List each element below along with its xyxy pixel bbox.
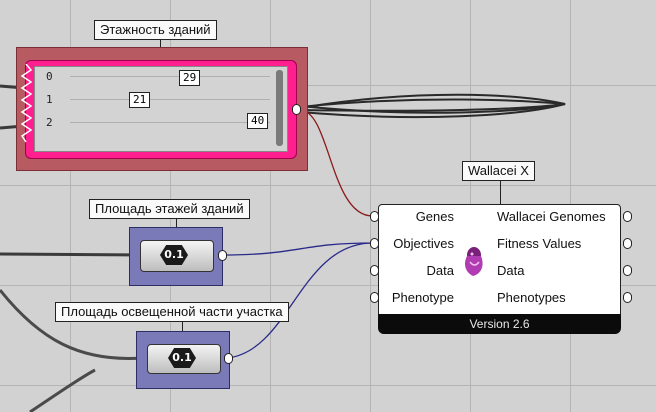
output-wallacei-genomes[interactable]: Wallacei Genomes: [497, 209, 606, 224]
output-phenotypes[interactable]: Phenotypes: [497, 290, 566, 305]
slider-2-label-connector: [182, 321, 183, 331]
input-data[interactable]: Data: [426, 263, 454, 278]
slider-1-label-connector: [176, 218, 177, 227]
gene-track-1: [70, 99, 270, 100]
gene-pool-panel[interactable]: [34, 66, 288, 152]
number-slider-icon: 0.1: [168, 348, 196, 368]
slider-2-output-port[interactable]: [224, 353, 233, 364]
genes-input-port[interactable]: [370, 211, 379, 222]
data-output-port[interactable]: [623, 265, 632, 276]
slider-1-output-port[interactable]: [218, 250, 227, 261]
gene-track-2: [70, 122, 270, 123]
gene-index-1: 1: [46, 93, 53, 106]
wallacei-title-connector: [500, 180, 501, 204]
phenotypes-output-port[interactable]: [623, 292, 632, 303]
gene-value-0[interactable]: 29: [179, 70, 201, 86]
gene-index-0: 0: [46, 70, 53, 83]
gene-value-2[interactable]: 40: [247, 113, 269, 129]
objectives-input-port[interactable]: [370, 238, 379, 249]
gene-value-1[interactable]: 21: [129, 92, 151, 108]
wallacei-icon: [465, 247, 483, 276]
wallacei-component[interactable]: [378, 204, 621, 316]
wallacei-title: Wallacei X: [462, 161, 535, 181]
gene-pool-scrollbar[interactable]: [276, 70, 283, 146]
output-fitness-values[interactable]: Fitness Values: [497, 236, 582, 251]
genomes-output-port[interactable]: [623, 211, 632, 222]
wallacei-version: Version 2.6: [378, 314, 621, 334]
output-data[interactable]: Data: [497, 263, 525, 278]
input-objectives[interactable]: Objectives: [393, 236, 454, 251]
input-zigzag-icon: [20, 64, 32, 143]
gene-track-0: [70, 76, 270, 77]
gene-pool-label: Этажность зданий: [94, 20, 217, 40]
gene-pool-output-port[interactable]: [292, 104, 301, 115]
gene-pool-label-connector: [160, 40, 161, 48]
data-input-port[interactable]: [370, 265, 379, 276]
input-phenotype[interactable]: Phenotype: [391, 290, 454, 305]
fitness-output-port[interactable]: [623, 238, 632, 249]
gene-index-2: 2: [46, 116, 53, 129]
slider-2-label: Площадь освещенной части участка: [55, 302, 289, 322]
slider-1-label: Площадь этажей зданий: [89, 199, 250, 219]
number-slider-icon: 0.1: [160, 245, 188, 265]
input-genes[interactable]: Genes: [415, 209, 454, 224]
phenotype-input-port[interactable]: [370, 292, 379, 303]
